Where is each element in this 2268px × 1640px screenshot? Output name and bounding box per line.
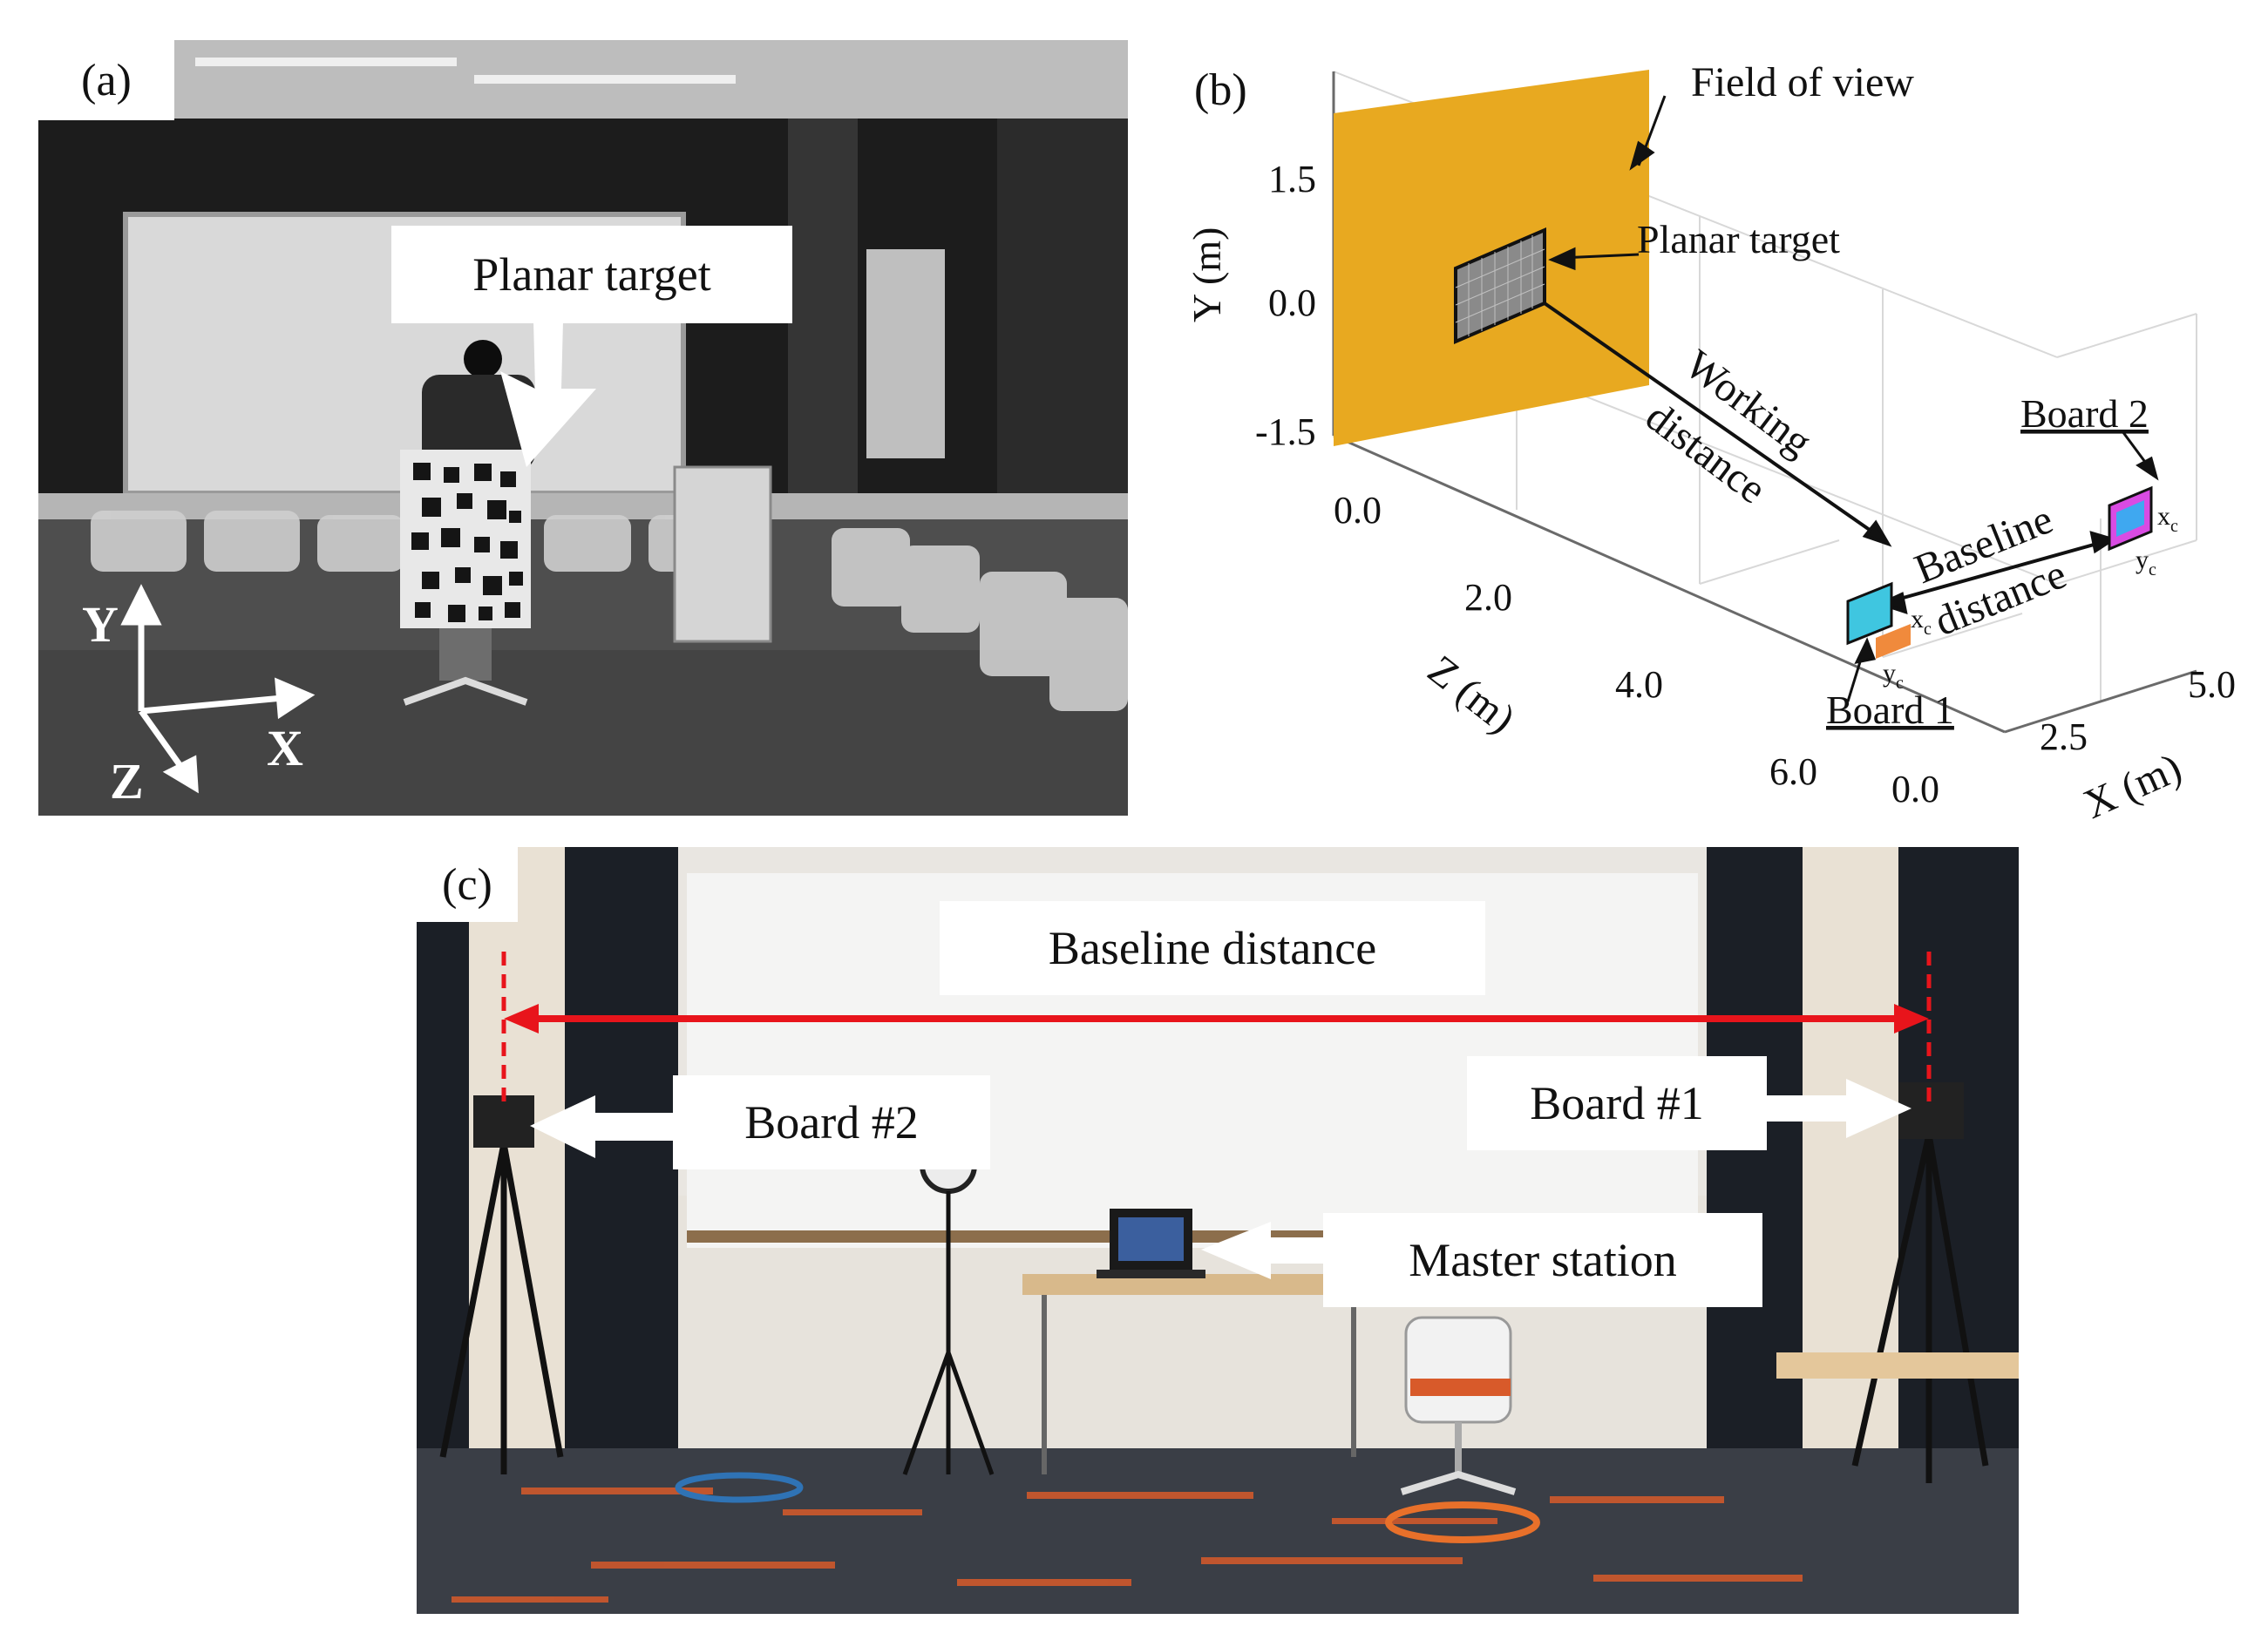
working-distance-arrow: [1543, 302, 1892, 547]
office-chair: [1400, 1316, 1517, 1495]
camera-y-subscript: c: [1896, 674, 1904, 693]
axis-x-label: X: [267, 720, 303, 776]
carpet-pattern: [452, 1488, 1803, 1603]
desk-legs: [1042, 1295, 1356, 1474]
tripod-right: [1851, 1134, 1989, 1483]
panel-a-overlay: Y X Z: [82, 321, 596, 810]
target-arrow: [500, 321, 596, 467]
x-tick-2: 2.5: [2040, 715, 2088, 758]
z-tick-4: 6.0: [1769, 750, 1817, 793]
y-tick-3: -1.5: [1255, 410, 1316, 453]
z-tick-1: 0.0: [1334, 489, 1382, 532]
orange-cable: [1385, 1501, 1540, 1543]
board-2-device: [473, 1095, 534, 1148]
y-tick-1: 1.5: [1268, 158, 1316, 200]
board-2-label: Board 2: [2020, 391, 2149, 436]
master-station-arrow: [1201, 1222, 1323, 1279]
y-axis-label: Y (m): [1185, 227, 1229, 322]
panel-c-photo: (c) Baseline distance Board #2 Board #1 …: [417, 847, 2019, 1614]
y-tick-2: 0.0: [1268, 281, 1316, 324]
label-leaders: [1548, 95, 2159, 702]
baseline-red-arrow: [501, 952, 1932, 1108]
z-axis-label: Z (m): [1419, 647, 1524, 742]
board-2-xc: xc: [2157, 502, 2178, 536]
panel-a-label: (a): [38, 40, 174, 120]
blue-cable: [675, 1472, 804, 1503]
target-pattern: [1455, 235, 1545, 336]
board-1-xc: xc: [1911, 605, 1932, 639]
baseline-distance-callout: Baseline distance: [940, 901, 1485, 995]
x-tick-1: 0.0: [1891, 768, 1939, 810]
planar-target-label: Planar target: [1637, 217, 1840, 261]
board-1-arrow: [1763, 1079, 1912, 1138]
z-tick-3: 4.0: [1615, 663, 1663, 706]
3d-setup-diagram: Field of view Planar target Working dist…: [1185, 59, 2236, 828]
room-photo-grayscale: [38, 40, 1128, 816]
camera-y-subscript: c: [2149, 560, 2156, 579]
board-1-camera: [1846, 581, 1911, 659]
master-station-callout: Master station: [1323, 1213, 1762, 1307]
board-2-arrow: [530, 1095, 678, 1158]
panel-b-diagram: Field of view Planar target Working dist…: [1168, 35, 2268, 828]
axis-z-label: Z: [110, 753, 144, 810]
fov-label: Field of view: [1691, 59, 1914, 105]
panel-a-photo: (a) Planar target Y X Z: [38, 40, 1128, 816]
camera-x-subscript: c: [2170, 517, 2178, 536]
axis-triad: [120, 584, 316, 794]
board-2-camera: [2108, 485, 2153, 552]
x-axis-label: X (m): [2077, 744, 2189, 828]
camera-x-subscript: c: [1924, 620, 1932, 639]
light-stand: [902, 1191, 995, 1475]
tripod-left: [439, 1142, 564, 1474]
board-2-yc: yc: [2136, 546, 2156, 579]
panel-c-label: (c): [417, 847, 518, 922]
panel-b-label: (b): [1194, 65, 1247, 115]
right-table: [1776, 1352, 2019, 1379]
board-2-callout: Board #2: [673, 1075, 990, 1169]
baseline-arrow: [1876, 531, 2117, 614]
z-tick-2: 2.0: [1464, 576, 1512, 619]
x-tick-3: 5.0: [2188, 663, 2236, 706]
planar-target-callout: Planar target: [391, 226, 792, 323]
board-1-callout: Board #1: [1467, 1056, 1767, 1150]
board-1-label: Board 1: [1826, 688, 1954, 732]
axis-y-label: Y: [82, 596, 119, 653]
